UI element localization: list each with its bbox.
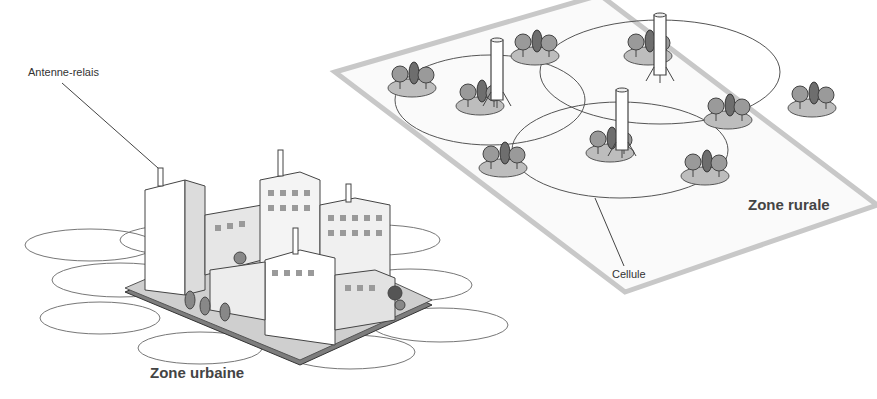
callout-label: Cellule — [612, 268, 646, 281]
callout-label: Antenne-relais — [28, 66, 99, 79]
zone-label: Zone urbaine — [150, 364, 244, 381]
zone-label: Zone rurale — [748, 196, 830, 213]
rural-plane — [335, 0, 877, 292]
